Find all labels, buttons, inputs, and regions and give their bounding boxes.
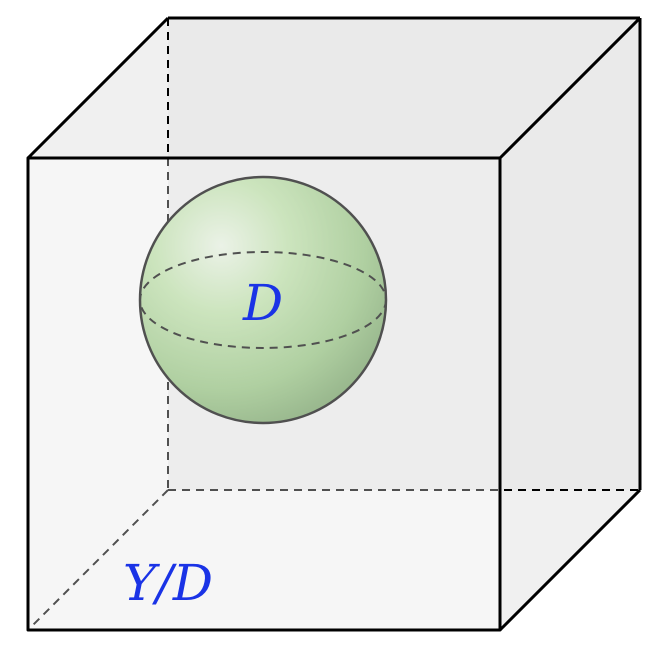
cube-top-face xyxy=(28,18,640,158)
cube-visible-edges xyxy=(26,16,642,632)
front-face-outline xyxy=(26,156,502,632)
edge-top-right xyxy=(498,16,642,160)
sphere-equator xyxy=(139,251,387,349)
quotient-label: Y/D xyxy=(123,554,213,612)
sphere-label: D xyxy=(242,274,283,332)
edge-top-left xyxy=(26,16,170,160)
cube-hidden-edges xyxy=(27,18,640,631)
cube-right-face xyxy=(500,18,640,630)
hidden-edge-diagonal xyxy=(27,489,169,631)
cube-front-face xyxy=(28,158,500,630)
sphere xyxy=(138,175,388,425)
edge-bottom-right xyxy=(498,488,642,632)
